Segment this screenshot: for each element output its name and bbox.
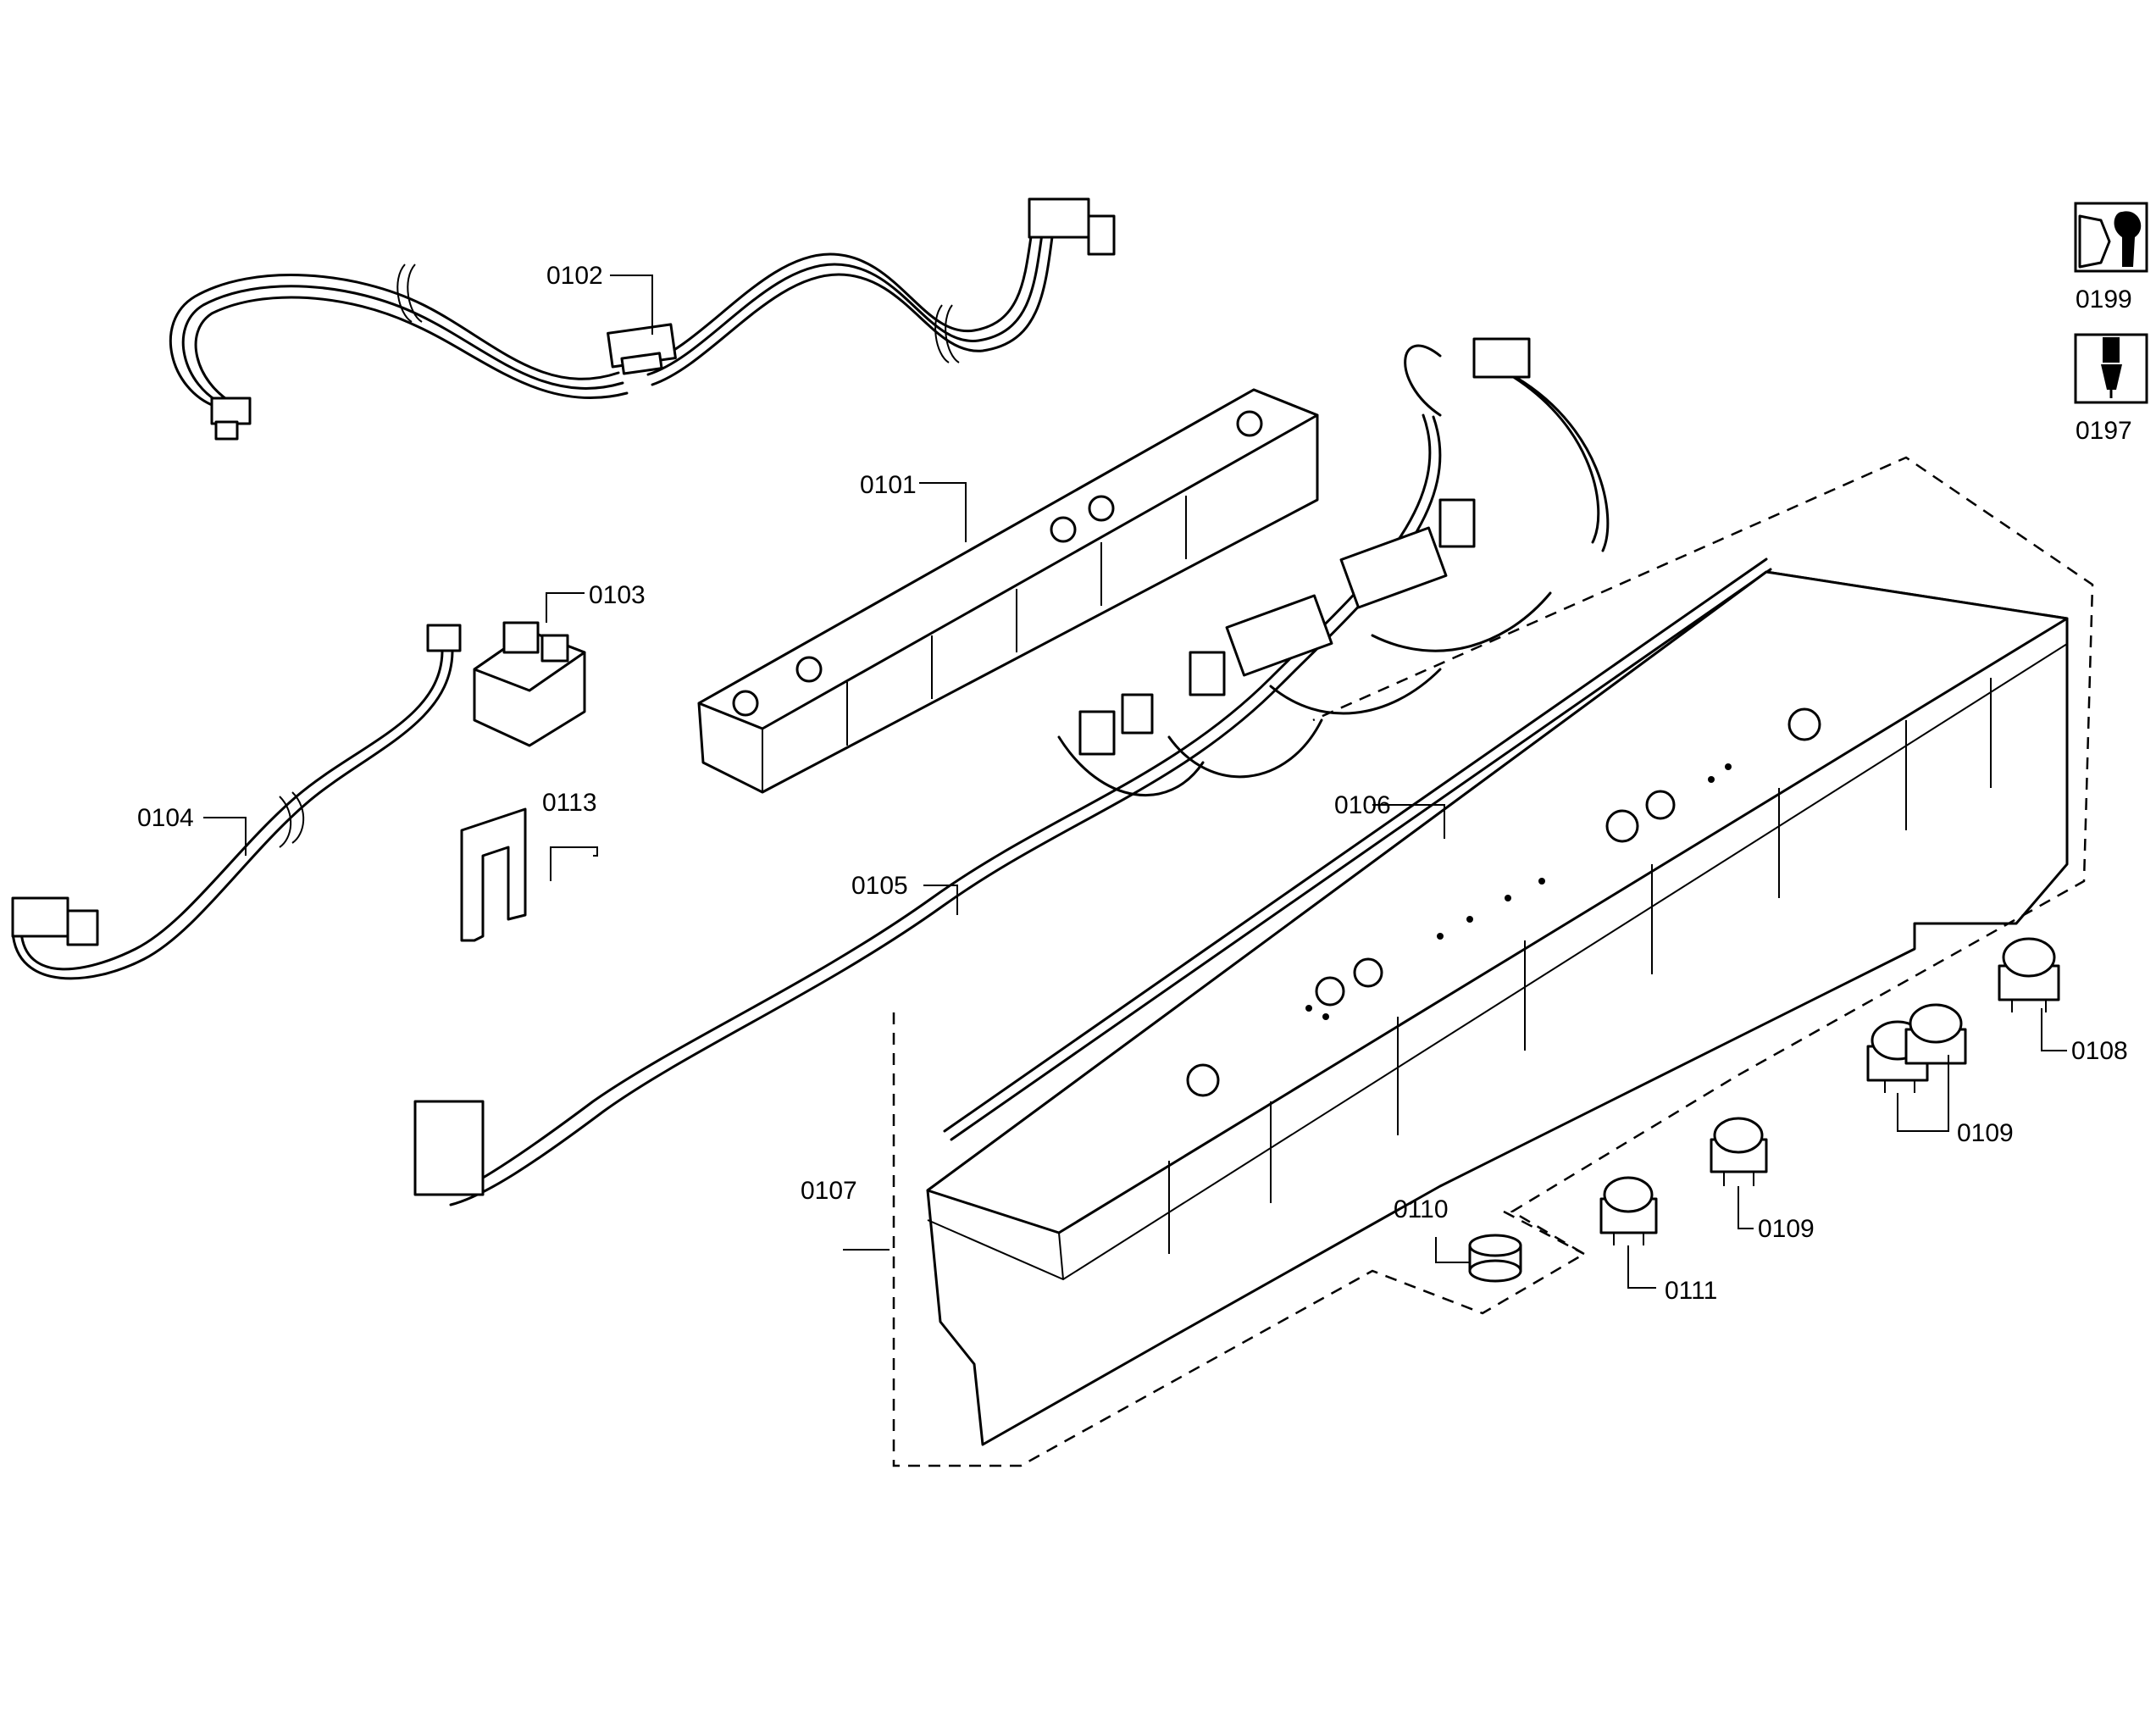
- callout-0107: 0107: [801, 1177, 857, 1205]
- part-0109-button-single[interactable]: [1710, 1117, 1768, 1186]
- wrench-nut-icon: [2074, 202, 2148, 273]
- callout-0104: 0104: [137, 804, 194, 832]
- leader-lines: [203, 275, 2067, 1289]
- tool-label-0197: 0197: [2076, 417, 2132, 445]
- part-0106-seal-strip[interactable]: [943, 557, 1772, 1141]
- screwdriver-icon: [2074, 333, 2148, 404]
- callout-0111: 0111: [1665, 1277, 1717, 1305]
- callout-0106: 0106: [1334, 791, 1391, 819]
- callout-0103: 0103: [589, 581, 646, 609]
- part-0109-button-double[interactable]: [1866, 1003, 1967, 1093]
- part-0110-knob-cap[interactable]: [1468, 1234, 1522, 1283]
- part-0103-switch[interactable]: [426, 621, 586, 747]
- callout-0101: 0101: [860, 471, 917, 499]
- callout-0108: 0108: [2071, 1037, 2128, 1065]
- callout-0110: 0110: [1394, 1195, 1449, 1223]
- part-0101-control-module[interactable]: [697, 388, 1319, 794]
- callout-0105: 0105: [851, 872, 908, 900]
- tool-label-0199: 0199: [2076, 286, 2132, 313]
- part-0102-wire-harness[interactable]: [169, 197, 1116, 441]
- part-0107-panel-housing[interactable]: [926, 570, 2069, 1446]
- part-0104-wire[interactable]: [11, 651, 454, 980]
- part-0108-button[interactable]: [1998, 937, 2060, 1012]
- part-0113-pad[interactable]: [460, 807, 527, 942]
- button-group-outline: [1503, 1210, 1585, 1256]
- callout-0109-b: 0109: [1758, 1215, 1815, 1243]
- callout-0102: 0102: [546, 262, 603, 290]
- callout-0109-a: 0109: [1957, 1119, 2014, 1147]
- callout-0113: 0113: [542, 789, 597, 817]
- part-0105-wire-harness[interactable]: [413, 337, 1610, 1206]
- part-0111-button[interactable]: [1599, 1176, 1658, 1245]
- assembly-group-outline: [892, 456, 2094, 1467]
